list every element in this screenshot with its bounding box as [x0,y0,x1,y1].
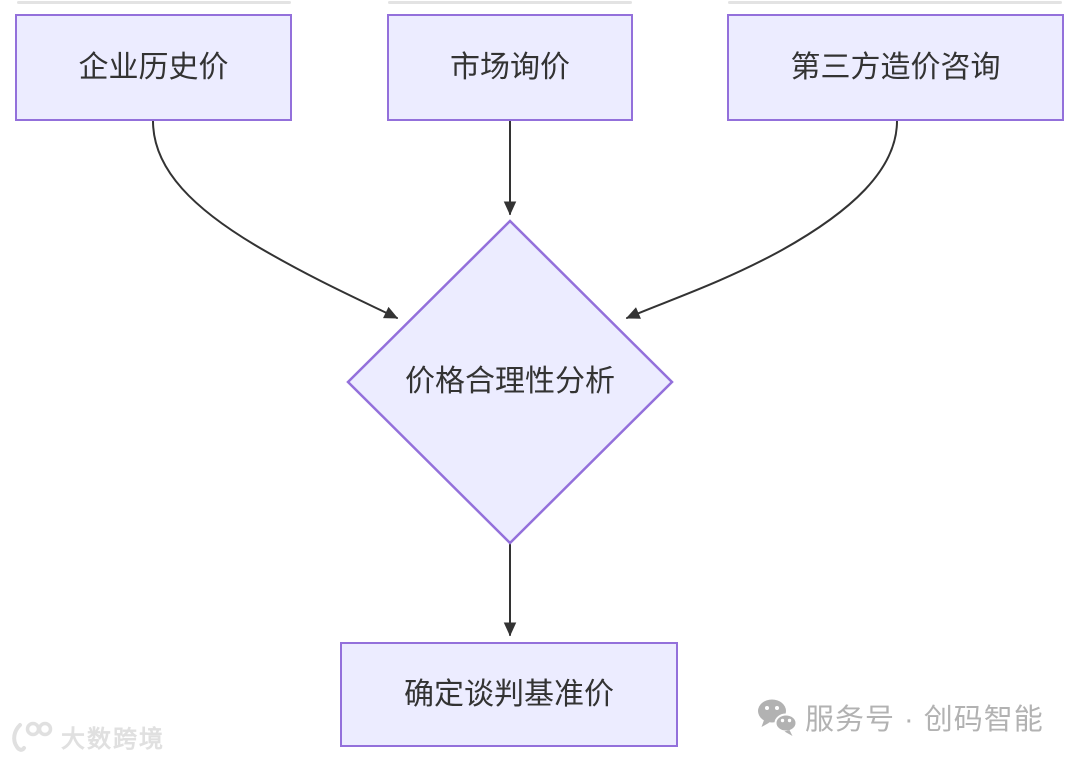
wechat-icon [758,699,797,736]
node-price-reasonableness-analysis: 价格合理性分析 [360,361,660,403]
top-edge-strip [728,1,1062,4]
watermark-left-text: 大数跨境 [61,725,165,753]
node-label: 第三方造价咨询 [790,50,1001,84]
node-third-party-cost-consulting: 第三方造价咨询 [727,14,1064,121]
watermark-service-account: 服务号 · 创码智能 [756,696,1044,738]
top-edge-strip [17,1,291,4]
edge-source3-to-decision [625,120,898,319]
node-label: 确定谈判基准价 [404,677,614,711]
edge-source1-to-decision [152,120,399,319]
node-label: 企业历史价 [78,50,229,84]
decision-diamond-shape [346,219,674,545]
node-label: 市场询价 [450,50,570,84]
watermark-dashukuajing: 大数跨境 [10,718,165,754]
dashukuajing-logo [12,721,53,752]
node-market-inquiry: 市场询价 [387,14,633,121]
node-label: 价格合理性分析 [405,365,615,398]
node-determine-negotiation-base-price: 确定谈判基准价 [340,642,678,747]
node-enterprise-history-price: 企业历史价 [15,14,292,121]
watermark-right-text: 服务号 · 创码智能 [805,704,1044,736]
top-edge-strip [388,1,632,4]
